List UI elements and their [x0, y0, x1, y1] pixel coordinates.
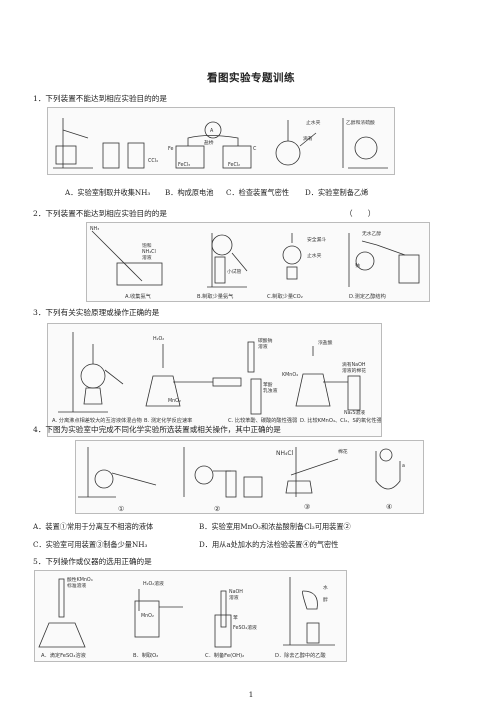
q4-label-nh4cl: NH₄Cl	[276, 450, 294, 457]
question-1-stem: 1．下列装置不能达到相应实验目的的是	[33, 94, 167, 103]
q2-label-safety-funnel: 安全漏斗	[307, 236, 326, 243]
q5-label-water: 水	[323, 584, 328, 591]
q5-caption-c: C．制备Fe(OH)₂	[205, 651, 244, 659]
q2-label-ethanol: 无水乙醇	[362, 230, 381, 237]
q2-caption-b: B.制取少量氨气	[197, 292, 233, 300]
q4-number-3: ③	[304, 503, 310, 511]
q4-label-cotton: 棉花	[338, 448, 348, 455]
q5-label-standard: 标准溶液	[67, 582, 86, 589]
question-3-figure: H₂O₂ MnO₂ 碳酸钠 溶液 苯酚 乳浊液 浓盐酸 KMnO₄ 滴有NaOH…	[47, 323, 382, 437]
answer-bracket: （ ）	[345, 209, 376, 218]
page-title: 看图实验专题训练	[207, 72, 295, 84]
question-5-figure: 酸性KMnO₄ 标准溶液 H₂O₂溶液 MnO₂ NaOH 溶液 苯 FeSO₄…	[34, 570, 347, 662]
q1-option-a: A．实验室制取并收集NH₃	[65, 188, 151, 197]
q1-label-saltbridge: 盐桥	[204, 139, 214, 146]
q5-label-alcohol: 醇	[323, 596, 328, 603]
q3-label-carbonate: 碳酸钠	[258, 337, 273, 344]
q3-label-h2o2: H₂O₂	[153, 336, 164, 342]
q4-number-4: ④	[386, 503, 392, 511]
q1-option-b: B．构成原电池	[165, 188, 214, 197]
question-2-stem: 2．下列装置不能达到相应实验目的的是	[33, 209, 167, 218]
q2-caption-d: D.测定乙醇结构	[349, 292, 386, 300]
q2-label-nh4cl: NH₄Cl	[142, 249, 156, 255]
q5-label-naoh: NaOH	[229, 589, 243, 595]
q3-label-naoh: 滴有NaOH	[342, 361, 366, 368]
question-4-stem: 4．下图为实验室中完成不同化学实验所选装置或相关操作，其中正确的是	[33, 425, 281, 434]
q1-label-drops: 滴有	[303, 135, 313, 142]
q5-caption-a: A．滴定FeSO₄溶液	[41, 651, 86, 659]
q3-label-mno2: MnO₂	[168, 398, 181, 404]
q3-label-solution: 溶液	[258, 343, 268, 350]
question-1-figure: CCl₄ A Fe 盐桥 C FeCl₃ FeCl₂ 止水夹 滴有 乙醇和浓硫酸	[47, 107, 395, 175]
q1-option-c: C．检查装置气密性	[226, 188, 290, 197]
question-5-stem: 5．下列操作或仪器的选用正确的是	[33, 557, 152, 566]
q1-label-fecl3: FeCl₃	[178, 162, 190, 168]
q3-label-emulsion: 乳浊液	[263, 387, 278, 394]
q1-label-clamp: 止水夹	[306, 119, 321, 126]
q5-label-benzene: 苯	[233, 614, 238, 621]
q1-label-ccl4: CCl₄	[148, 158, 158, 164]
q2-label-small-tube: 小试管	[227, 268, 242, 275]
q3-label-na2s: Na₂S溶液	[344, 409, 365, 416]
q2-caption-a: A.收集氨气	[125, 292, 151, 300]
q5-label-mno2: MnO₂	[141, 613, 154, 619]
q2-caption-c: C.制取少量CO₂	[267, 292, 303, 300]
q5-label-kmno4: 酸性KMnO₄	[67, 576, 93, 583]
q4-label-a: a	[402, 464, 405, 469]
page-number: 1	[248, 690, 254, 699]
q3-caption-c: C. 比较苯酚、碳酸的酸性强弱	[228, 416, 297, 424]
q3-caption-b: B. 测定化学反应速率	[144, 416, 192, 424]
q1-label-a: A	[210, 128, 214, 134]
question-4-figure: NH₄Cl 棉花 a ① ② ③ ④	[75, 440, 424, 514]
q2-label-clamp: 止水夹	[307, 252, 322, 259]
q5-label-solution: 溶液	[229, 594, 239, 601]
q3-label-phenol: 苯酚	[263, 381, 273, 388]
q3-caption-d: D. 比较KMnO₄、Cl₂、S的氧化性强弱	[300, 416, 381, 424]
q5-label-feso4: FeSO₄溶液	[233, 624, 257, 631]
question-2-figure: NH₃ 饱和 NH₄Cl 溶液 小试管 安全漏斗 止水夹 无水乙醇 钠 A.收集…	[86, 222, 430, 302]
question-3-stem: 3．下列有关实验原理或操作正确的是	[33, 308, 160, 317]
q1-label-c: C	[253, 146, 257, 152]
q1-label-fe: Fe	[168, 146, 173, 152]
q1-label-fecl2: FeCl₂	[228, 162, 240, 168]
q3-caption-a: A. 分离沸点相差较大的互溶液体混合物	[52, 416, 142, 424]
q1-label-ethanol: 乙醇和浓硫酸	[346, 119, 375, 126]
q4-option-d: D．用从a处加水的方法检验装置④的气密性	[199, 540, 339, 549]
q3-label-kmno4: KMnO₄	[282, 372, 298, 378]
q2-label-saturated: 饱和	[142, 242, 152, 249]
q4-option-c: C．实验室可用装置③制备少量NH₃	[33, 540, 148, 549]
q3-label-hcl: 浓盐酸	[318, 339, 333, 346]
q2-label-nh3: NH₃	[90, 226, 99, 232]
q5-caption-b: B．制取O₂	[133, 651, 158, 659]
q3-label-cotton: 溶液的棉花	[342, 367, 366, 374]
q5-label-h2o2: H₂O₂溶液	[143, 580, 164, 587]
q2-label-sodium: 钠	[355, 262, 360, 269]
q4-number-1: ①	[118, 505, 124, 513]
q4-number-2: ②	[214, 505, 220, 513]
q1-option-d: D．实验室制备乙烯	[305, 188, 369, 197]
q4-option-b: B．实验室用MnO₂和浓盐酸制备Cl₂可用装置②	[199, 522, 351, 531]
q4-option-a: A．装置①常用于分离互不相溶的液体	[33, 522, 154, 531]
q2-label-solution: 溶液	[142, 254, 152, 261]
q5-caption-d: D．除去乙醇中的乙酸	[275, 651, 326, 659]
